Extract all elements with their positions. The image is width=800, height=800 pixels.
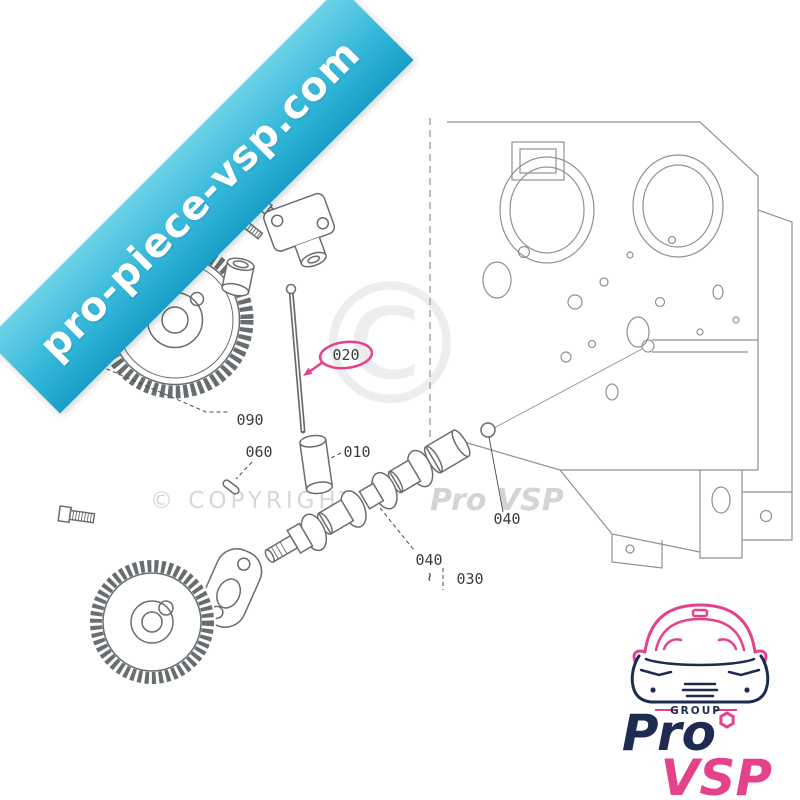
car-roof-outline — [632, 603, 768, 663]
logo-group-text: GROUP — [670, 705, 722, 717]
part-label-040-ball: 040 — [493, 510, 520, 528]
idler-gear — [88, 558, 216, 686]
camshaft-bushing — [221, 257, 255, 297]
part-label-040-camshaft: 040 — [415, 551, 442, 569]
block-top-opening-inner — [519, 148, 557, 174]
camshaft — [264, 429, 471, 564]
cylinder-bores — [499, 154, 724, 264]
woodruff-key — [222, 479, 240, 495]
part-label-060: 060 — [245, 443, 272, 461]
logo-pro-text: Pro — [622, 704, 716, 762]
block-outline — [446, 121, 759, 471]
highlight-020: 020 — [303, 340, 374, 376]
tappet — [299, 434, 333, 495]
gear-lightening-hole — [158, 600, 174, 616]
provsp-logo: GROUP Pro VSP — [622, 603, 772, 800]
provsp-car-icon — [630, 603, 770, 704]
block-lower-details — [559, 209, 793, 569]
idler-bolt — [57, 505, 96, 524]
logo-vsp-text: VSP — [661, 749, 772, 800]
brand-watermark-text: Pro VSP — [430, 483, 564, 518]
logo-hexagon-icon — [719, 711, 735, 729]
ball-leader-line — [488, 436, 504, 513]
leader-lines — [99, 365, 444, 590]
gear-teeth-ring — [90, 560, 214, 684]
part-labels: 090 060 010 040 ~ 030 040 — [99, 365, 521, 590]
camshaft-retaining-plate — [263, 192, 336, 268]
gear-lightening-hole — [189, 291, 205, 307]
engine-block — [429, 118, 793, 569]
push-rod — [285, 283, 306, 434]
check-ball — [480, 422, 496, 438]
car-body-outline — [630, 654, 770, 704]
part-label-tilde: ~ — [421, 572, 439, 581]
provsp-wordmark: GROUP Pro VSP — [622, 704, 772, 800]
part-label-030: 030 — [456, 570, 483, 588]
parts — [45, 192, 496, 686]
part-label-010: 010 — [343, 443, 370, 461]
highlight-ellipse — [318, 340, 374, 370]
part-label-020: 020 — [332, 346, 359, 364]
highlight-arrow-head-icon — [303, 367, 313, 376]
highlight-arrow-shaft — [308, 360, 324, 374]
camshaft-bore-boss — [493, 339, 758, 429]
bolt-holes — [482, 235, 740, 401]
part-label-090: 090 — [236, 411, 263, 429]
